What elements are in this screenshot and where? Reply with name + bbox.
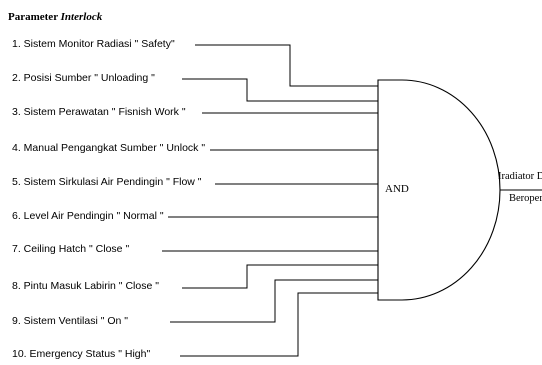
- input-wires: [162, 44, 378, 357]
- parameter-label-3: 3. Sistem Perawatan " Fisnish Work ": [12, 106, 186, 118]
- title-prefix: Parameter: [8, 11, 58, 23]
- parameter-label-5: 5. Sistem Sirkulasi Air Pendingin " Flow…: [12, 176, 202, 188]
- gate-label: AND: [385, 183, 409, 195]
- output-label-line1: Iradiator Dapat: [498, 171, 542, 182]
- parameter-label-10: 10. Emergency Status " High": [12, 348, 150, 360]
- title-emphasis: Interlock: [60, 11, 103, 23]
- parameter-labels: 1. Sistem Monitor Radiasi " Safety" 2. Po…: [12, 38, 205, 360]
- input-wire-10: [180, 292, 378, 357]
- and-gate: [377, 79, 501, 301]
- output-label-line2: Beroperasi: [509, 193, 542, 204]
- parameter-label-7: 7. Ceiling Hatch " Close ": [12, 243, 129, 255]
- input-wire-2: [182, 78, 378, 102]
- input-wire-9: [170, 279, 378, 323]
- input-wire-1: [195, 44, 378, 87]
- parameter-label-6: 6. Level Air Pendingin " Normal ": [12, 210, 164, 222]
- parameter-label-1: 1. Sistem Monitor Radiasi " Safety": [12, 38, 175, 50]
- parameter-label-4: 4. Manual Pengangkat Sumber " Unlock ": [12, 142, 205, 154]
- parameter-label-2: 2. Posisi Sumber " Unloading ": [12, 72, 155, 84]
- parameter-label-9: 9. Sistem Ventilasi " On ": [12, 315, 128, 327]
- parameter-label-8: 8. Pintu Masuk Labirin " Close ": [12, 280, 159, 292]
- input-wire-8: [182, 264, 378, 289]
- diagram-title: Parameter Interlock: [8, 11, 103, 23]
